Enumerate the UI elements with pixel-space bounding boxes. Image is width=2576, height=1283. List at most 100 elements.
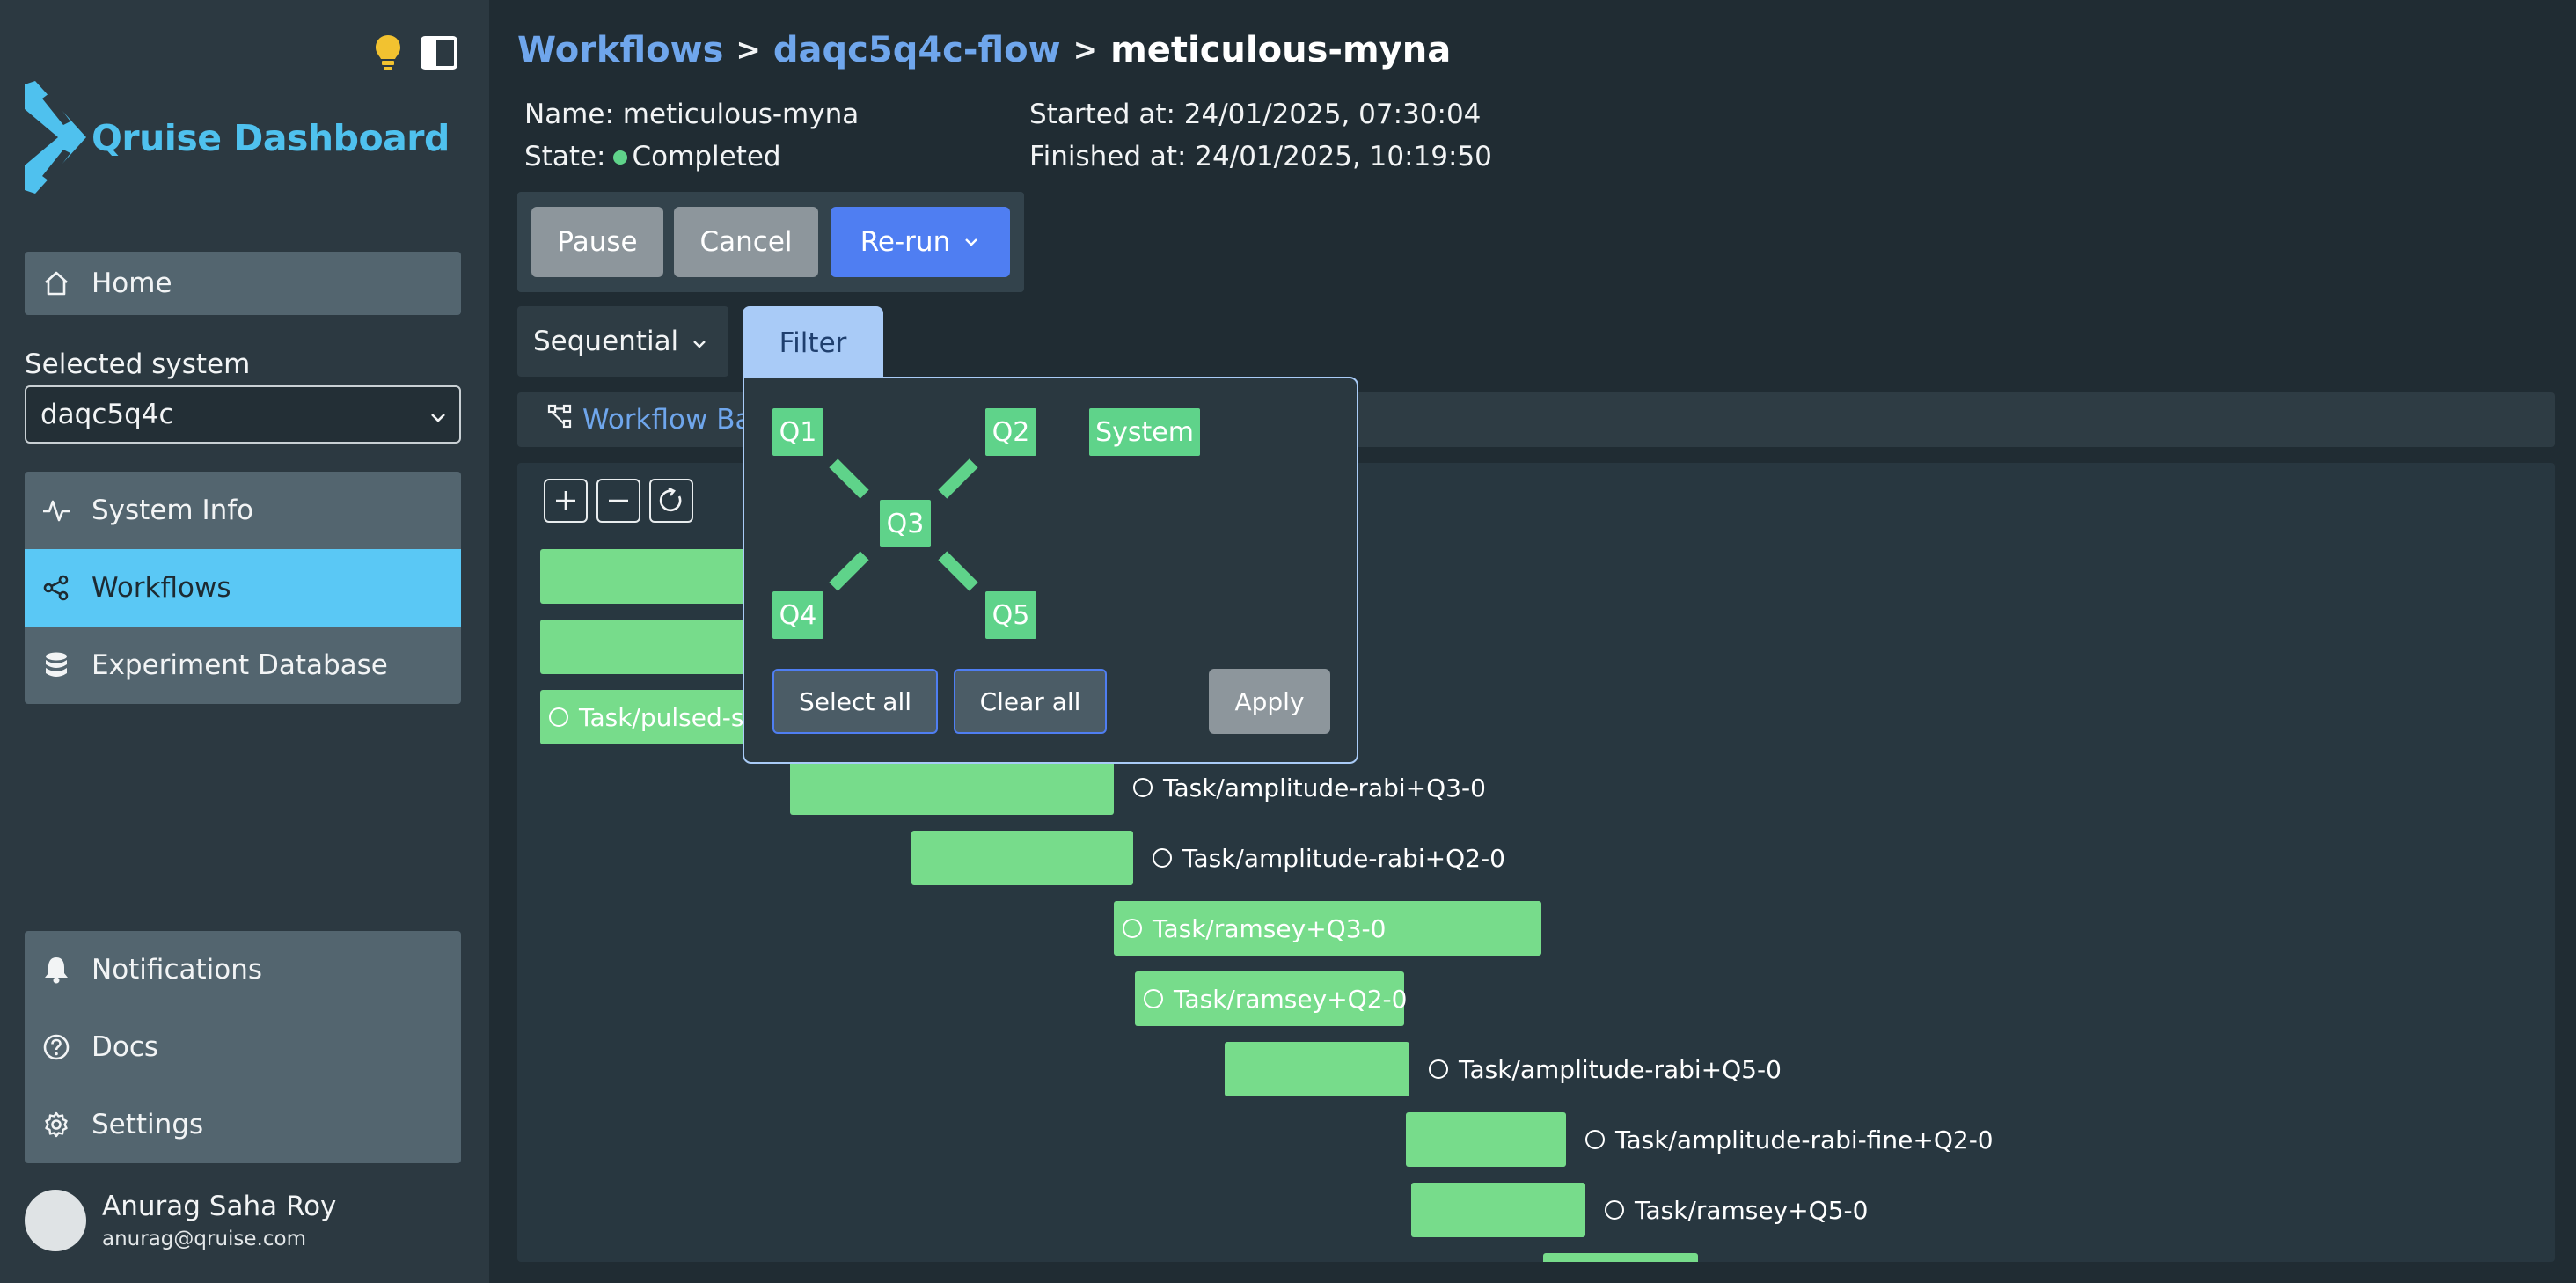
apply-button[interactable]: Apply (1209, 669, 1330, 734)
system-select[interactable]: daqc5q4c (25, 385, 461, 444)
qubit-chip-q4[interactable]: Q4 (772, 591, 823, 639)
sidebar-item-settings[interactable]: Settings (25, 1086, 461, 1163)
state-label: State: (524, 141, 606, 172)
task-name: Task/amplitude-rabi+Q2-0 (1182, 843, 1505, 873)
task-bar[interactable]: Task/ramsey+Q3-0 (1114, 901, 1541, 956)
task-name: Task/ramsey+Q2-0 (1174, 984, 1408, 1014)
task-label: Task/amplitude-rabi+Q3-0 (1133, 760, 1486, 815)
task-bar[interactable] (790, 760, 1114, 815)
coupler-q4-q3[interactable] (829, 551, 869, 591)
sidebar-item-label: Experiment Database (91, 649, 388, 681)
task-bar[interactable] (1543, 1253, 1698, 1262)
cancel-button[interactable]: Cancel (674, 207, 818, 277)
user-profile[interactable]: Anurag Saha Roy anurag@qruise.com (25, 1190, 336, 1251)
refresh-icon (659, 487, 682, 512)
status-badge: Completed (632, 141, 781, 172)
app-title: Qruise Dashboard (91, 117, 450, 159)
rerun-button[interactable]: Re-run (831, 207, 1010, 277)
task-name: Task/amplitude-rabi-fine+Q2-0 (1615, 1125, 1994, 1155)
lightbulb-icon[interactable] (373, 33, 403, 76)
sidebar: Qruise Dashboard Home Selected system da… (0, 0, 489, 1283)
task-name: Task/pulsed-sp (579, 702, 760, 732)
chevron-down-icon (428, 403, 449, 435)
task-label: Task/pulsed-sp (549, 690, 759, 744)
qruise-logo-icon (25, 81, 86, 194)
database-icon (40, 649, 72, 681)
task-label: Task/amplitude-rabi-fine+Q2-0 (1585, 1112, 1994, 1167)
task-status-circle-icon (1144, 989, 1163, 1008)
selected-system-label: Selected system (25, 348, 251, 380)
graph-nodes-icon (547, 404, 572, 436)
sidebar-item-label: Workflows (91, 572, 231, 604)
task-name: Task/amplitude-rabi+Q3-0 (1163, 773, 1486, 803)
page-title: meticulous-myna (1110, 30, 1452, 70)
qubit-chip-q2[interactable]: Q2 (985, 408, 1036, 456)
task-bar[interactable] (1406, 1112, 1566, 1167)
breadcrumb: Workflows > daqc5q4c-flow > meticulous-m… (517, 30, 1451, 70)
user-email: anurag@qruise.com (102, 1228, 306, 1250)
coupler-q2-q3[interactable] (938, 458, 978, 499)
nav-main-group: System Info Workflows Experiment Databas… (25, 472, 461, 704)
zoom-out-button[interactable] (596, 479, 640, 523)
system-chip[interactable]: System (1089, 408, 1200, 456)
pause-button[interactable]: Pause (531, 207, 663, 277)
task-bar[interactable]: Task/ramsey+Q2-0 (1135, 971, 1407, 1026)
sidebar-item-label: Settings (91, 1109, 204, 1140)
breadcrumb-workflows-link[interactable]: Workflows (517, 30, 724, 70)
user-name: Anurag Saha Roy (102, 1191, 337, 1222)
view-mode-select[interactable]: Sequential (517, 306, 728, 377)
task-bar[interactable] (1225, 1042, 1409, 1096)
status-dot (612, 150, 627, 165)
breadcrumb-flow-link[interactable]: daqc5q4c-flow (772, 30, 1061, 70)
task-name: Task/ramsey+Q3-0 (1153, 913, 1387, 943)
task-label: Task/amplitude-rabi+Q2-0 (1153, 831, 1505, 885)
filter-popup: Q1 Q2 System Q3 Q4 Q5 Select all Clear a… (743, 377, 1358, 764)
sidebar-item-notifications[interactable]: Notifications (25, 931, 461, 1008)
home-icon (40, 268, 72, 299)
task-status-circle-icon (1429, 1059, 1448, 1079)
started-at: Started at: 24/01/2025, 07:30:04 (1029, 99, 1482, 130)
sidebar-item-experiment-database[interactable]: Experiment Database (25, 627, 461, 704)
sidebar-toggle-icon[interactable] (421, 36, 457, 73)
sidebar-item-workflows[interactable]: Workflows (25, 549, 461, 627)
view-mode-value: Sequential (533, 326, 679, 357)
action-toolbar: Pause Cancel Re-run (517, 192, 1024, 292)
select-all-button[interactable]: Select all (772, 669, 938, 734)
task-status-circle-icon (1123, 919, 1142, 938)
task-label: Task/ramsey+Q5-0 (1605, 1183, 1868, 1237)
task-label: Task/ramsey+Q3-0 (1123, 901, 1386, 956)
sidebar-item-docs[interactable]: Docs (25, 1008, 461, 1086)
sidebar-item-home[interactable]: Home (25, 252, 461, 315)
minus-icon (609, 499, 628, 502)
sidebar-item-label: System Info (91, 495, 254, 526)
sidebar-item-system-info[interactable]: System Info (25, 472, 461, 549)
nav-home-group: Home (25, 252, 461, 315)
rerun-button-label: Re-run (860, 226, 951, 258)
sidebar-top-icons (373, 33, 457, 76)
qubit-chip-q5[interactable]: Q5 (985, 591, 1036, 639)
clear-all-button[interactable]: Clear all (954, 669, 1107, 734)
system-select-value: daqc5q4c (40, 399, 174, 430)
task-name: Task/ramsey+Q5-0 (1635, 1195, 1869, 1225)
qubit-chip-q1[interactable]: Q1 (772, 408, 823, 456)
sidebar-item-label: Home (91, 268, 172, 299)
task-status-circle-icon (1153, 848, 1172, 868)
task-label: Task/ramsey+Q2-0 (1144, 971, 1407, 1026)
qubit-chip-q3[interactable]: Q3 (880, 500, 931, 547)
task-bar[interactable] (911, 831, 1133, 885)
coupler-q5-q3[interactable] (938, 551, 978, 591)
gear-icon (40, 1109, 72, 1140)
zoom-controls (544, 479, 693, 523)
task-bar[interactable] (1411, 1183, 1585, 1237)
sidebar-item-label: Notifications (91, 954, 263, 986)
app-logo[interactable]: Qruise Dashboard (23, 81, 450, 195)
sidebar-item-label: Docs (91, 1031, 159, 1063)
task-name: Task/amplitude-rabi+Q5-0 (1459, 1054, 1782, 1084)
filter-tab[interactable]: Filter (743, 306, 883, 380)
workflow-bar-label: Workflow Ba (582, 404, 752, 436)
task-status-circle-icon (1585, 1130, 1605, 1149)
zoom-in-button[interactable] (544, 479, 588, 523)
reset-zoom-button[interactable] (649, 479, 693, 523)
chevron-down-icon (962, 233, 980, 251)
coupler-q1-q3[interactable] (829, 458, 869, 499)
